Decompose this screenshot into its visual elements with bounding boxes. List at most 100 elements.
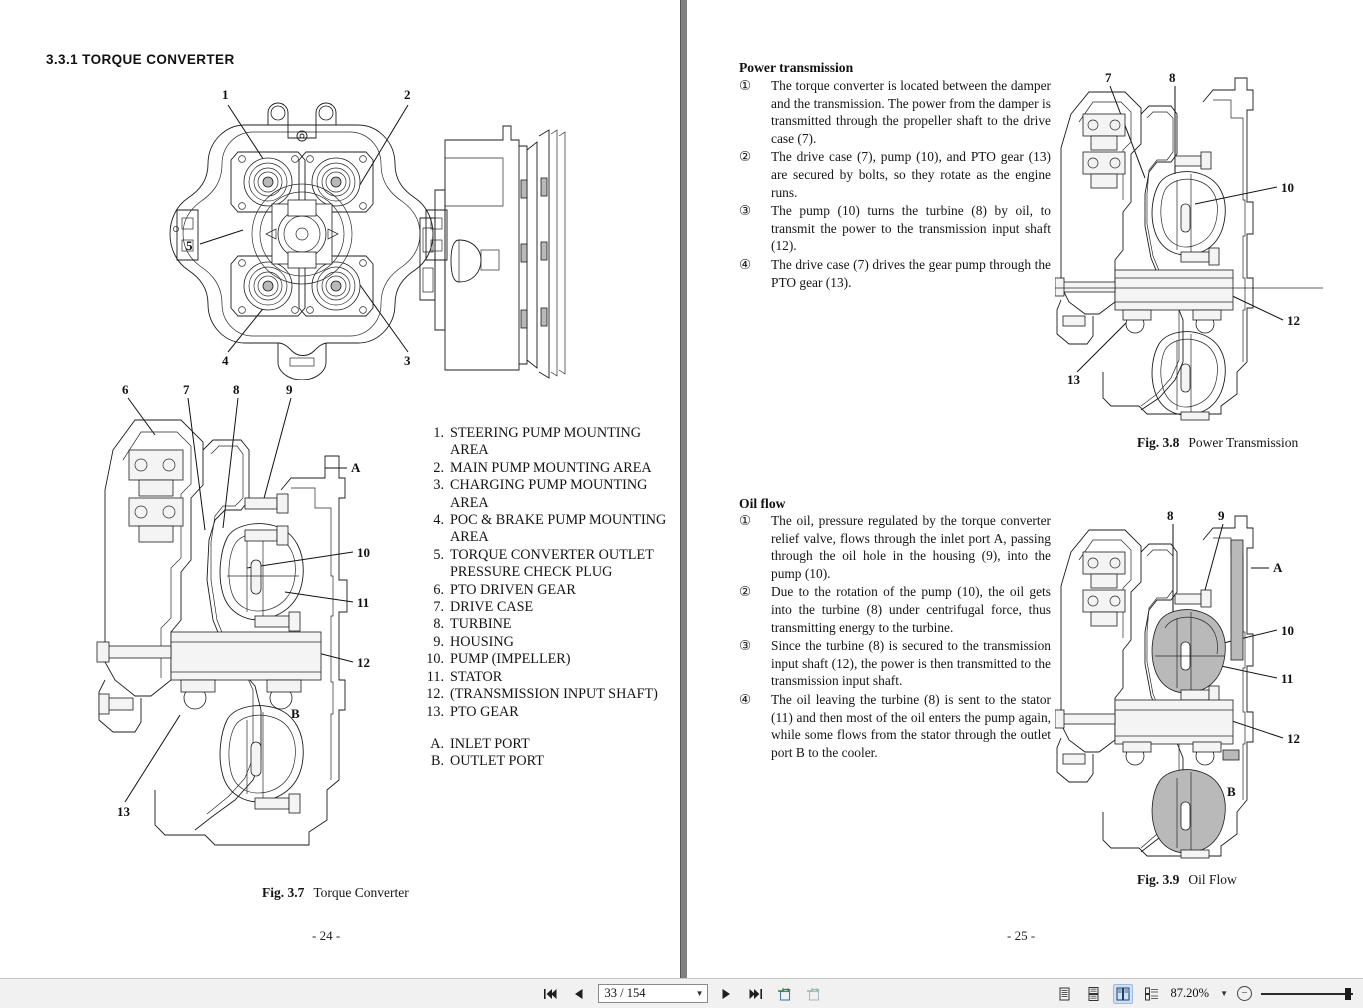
paragraph-text: The drive case (7) drives the gear pump … <box>771 256 1051 290</box>
paragraph-text: Since the turbine (8) is secured to the … <box>771 638 1051 689</box>
svg-text:11: 11 <box>357 595 369 610</box>
legend-spacer <box>424 721 674 736</box>
paragraph-text: The drive case (7), pump (10), and PTO g… <box>771 149 1051 200</box>
numbered-paragraph: ① The oil, pressure regulated by the tor… <box>739 512 1051 582</box>
view-two-page-button[interactable] <box>1112 983 1133 1004</box>
svg-text:A: A <box>351 460 361 475</box>
legend-item: 7. DRIVE CASE <box>424 599 674 616</box>
svg-text:12: 12 <box>1287 313 1300 328</box>
chevron-down-icon[interactable]: ▼ <box>695 989 704 998</box>
figure-torque-converter-face-view: 1 2 3 4 5 <box>169 87 566 380</box>
legend-text: PTO DRIVEN GEAR <box>450 581 576 598</box>
paragraph-block-oil-flow: ① The oil, pressure regulated by the tor… <box>739 512 1051 762</box>
view-single-page-button[interactable] <box>1055 984 1075 1004</box>
svg-text:7: 7 <box>1105 70 1112 85</box>
page-number-input[interactable]: 33 / 154 ▼ <box>597 984 708 1003</box>
legend-item: 5. TORQUE CONVERTER OUTLET PRESSURE CHEC… <box>424 547 674 582</box>
legend-number: 9. <box>433 633 444 650</box>
legend-item: 13. PTO GEAR <box>424 704 674 721</box>
heading-power-transmission: Power transmission <box>739 60 854 75</box>
legend-text: HOUSING <box>450 633 514 650</box>
pdf-page-left: 3.3.1 TORQUE CONVERTER 1 2 3 4 5 <box>0 0 681 978</box>
paragraph-marker: ③ <box>739 638 752 654</box>
numbered-paragraph: ③ The pump (10) turns the turbine (8) by… <box>739 202 1051 255</box>
legend-list: 1. STEERING PUMP MOUNTING AREA 2. MAIN P… <box>424 425 674 771</box>
zoom-level-label: 87.20% <box>1170 986 1210 1000</box>
view-two-page-continuous-button[interactable] <box>1142 984 1162 1004</box>
paragraph-marker: ① <box>739 513 752 528</box>
svg-text:8: 8 <box>233 382 240 397</box>
legend-number: 4. <box>433 512 444 529</box>
paragraph-marker: ① <box>739 78 752 93</box>
paragraph-text: The oil, pressure regulated by the torqu… <box>771 513 1051 581</box>
legend-item: 10. PUMP (IMPELLER) <box>424 651 674 668</box>
legend-text: (TRANSMISSION INPUT SHAFT) <box>450 686 658 703</box>
zoom-out-button[interactable]: − <box>1237 986 1252 1001</box>
svg-text:8: 8 <box>1167 508 1174 523</box>
legend-number: 12. <box>426 686 444 703</box>
paragraph-marker: ② <box>739 149 752 165</box>
svg-text:10: 10 <box>1281 623 1294 638</box>
legend-number: 10. <box>426 651 444 668</box>
figure-caption-name: Power Transmission <box>1188 435 1299 450</box>
paragraph-marker: ② <box>739 584 752 600</box>
heading-oil-flow: Oil flow <box>739 496 786 511</box>
numbered-paragraph: ④ The oil leaving the turbine (8) is sen… <box>739 691 1051 761</box>
numbered-paragraph: ③ Since the turbine (8) is secured to th… <box>739 637 1051 690</box>
legend-number: 7. <box>433 599 444 616</box>
page-number-left: - 24 - <box>312 928 341 943</box>
legend-number: 3. <box>433 477 444 494</box>
svg-text:10: 10 <box>1281 180 1294 195</box>
paragraph-text: Due to the rotation of the pump (10), th… <box>771 584 1051 635</box>
svg-text:3: 3 <box>404 353 411 368</box>
numbered-paragraph: ④ The drive case (7) drives the gear pum… <box>739 256 1051 291</box>
zoom-slider[interactable] <box>1261 987 1353 1001</box>
legend-number: 11. <box>426 668 444 685</box>
paragraph-marker: ④ <box>739 256 752 272</box>
legend-text: STEERING PUMP MOUNTING AREA <box>450 425 642 459</box>
legend-text: DRIVE CASE <box>450 599 534 616</box>
svg-text:9: 9 <box>286 382 293 397</box>
svg-text:A: A <box>1273 560 1283 575</box>
svg-text:13: 13 <box>1067 372 1081 387</box>
zoom-slider-knob[interactable] <box>1345 987 1351 1000</box>
legend-text: POC & BRAKE PUMP MOUNTING AREA <box>450 512 667 546</box>
figure-power-transmission-cross-section: 7 8 10 12 13 <box>1055 70 1323 421</box>
pdf-toolbar: 33 / 154 ▼ <box>0 978 1363 1008</box>
previous-view-button[interactable] <box>775 984 795 1004</box>
paragraph-marker: ④ <box>739 691 752 707</box>
first-page-button[interactable] <box>540 984 560 1004</box>
zoom-dropdown-chevron-icon[interactable]: ▼ <box>1220 989 1228 998</box>
legend-text: TURBINE <box>450 616 512 633</box>
zoom-slider-track <box>1261 992 1353 995</box>
pdf-viewer-canvas[interactable]: 3.3.1 TORQUE CONVERTER 1 2 3 4 5 <box>0 0 1363 978</box>
next-page-button[interactable] <box>717 984 737 1004</box>
svg-text:12: 12 <box>1287 731 1300 746</box>
page-number-right: - 25 - <box>1007 928 1036 943</box>
svg-text:7: 7 <box>183 382 190 397</box>
legend-text: TORQUE CONVERTER OUTLET PRESSURE CHECK P… <box>450 546 654 581</box>
legend-text: MAIN PUMP MOUNTING AREA <box>450 459 652 476</box>
svg-text:B: B <box>1227 784 1236 799</box>
page-number-value: 33 / 154 <box>604 986 646 1000</box>
legend-number: 6. <box>433 581 444 598</box>
legend-number: 5. <box>433 546 444 563</box>
legend-item: 3. CHARGING PUMP MOUNTING AREA <box>424 477 674 512</box>
last-page-button[interactable] <box>746 984 766 1004</box>
legend-item: 2. MAIN PUMP MOUNTING AREA <box>424 460 674 477</box>
pdf-page-right: Power transmission ① The torque converte… <box>687 0 1363 978</box>
toolbar-navigation-group: 33 / 154 ▼ <box>540 984 824 1004</box>
next-view-button[interactable] <box>804 984 824 1004</box>
figure-caption-label: Fig. 3.7 <box>262 885 305 900</box>
legend-number: 13. <box>426 703 444 720</box>
legend-text: PUMP (IMPELLER) <box>450 651 571 668</box>
previous-page-button[interactable] <box>569 984 589 1004</box>
numbered-paragraph: ② Due to the rotation of the pump (10), … <box>739 583 1051 636</box>
view-continuous-button[interactable] <box>1084 984 1104 1004</box>
svg-text:9: 9 <box>1218 508 1225 523</box>
legend-item: 9. HOUSING <box>424 634 674 651</box>
legend-number: 8. <box>433 616 444 633</box>
paragraph-text: The oil leaving the turbine (8) is sent … <box>771 691 1051 760</box>
